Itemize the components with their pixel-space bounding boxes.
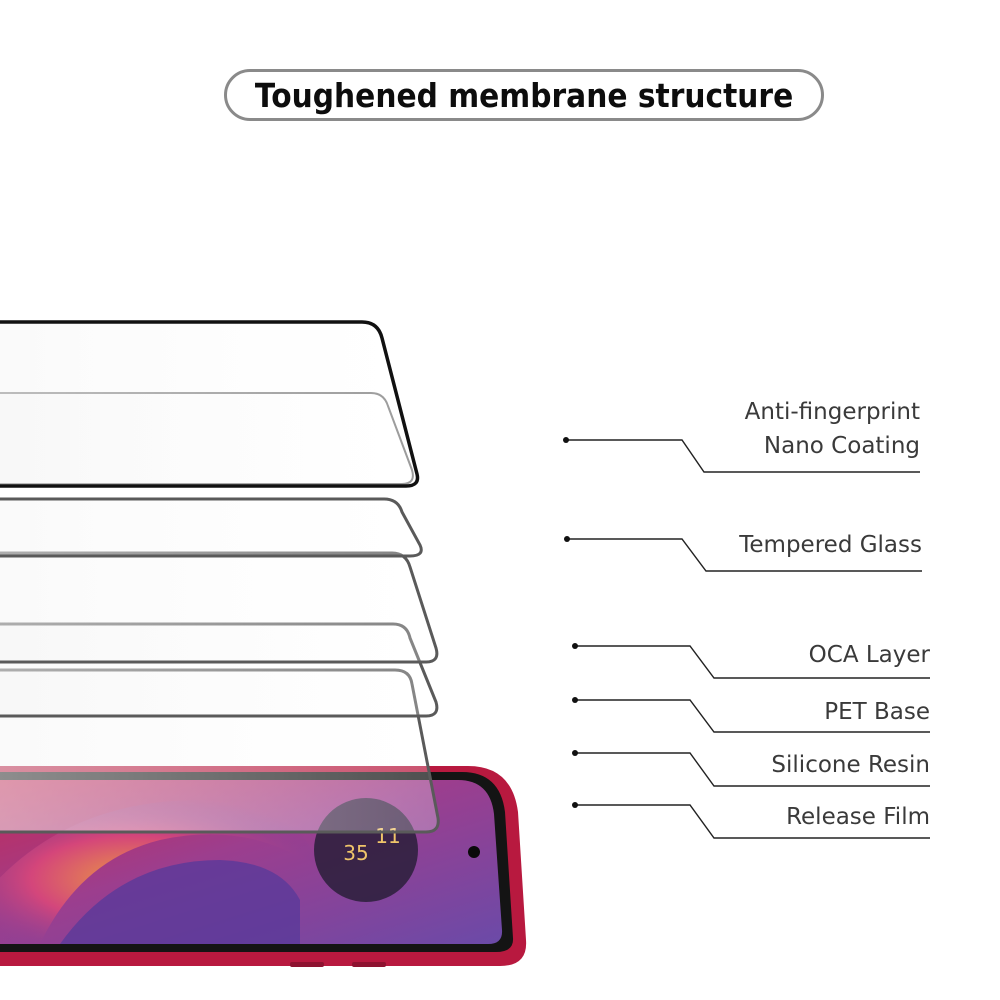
- leader-line-silicone: [575, 752, 930, 787]
- leader-dot: [572, 802, 578, 808]
- leader-line-oca: [575, 645, 930, 679]
- layer-anti-fingerprint: [0, 320, 420, 488]
- leader-line-tempered-glass: [567, 538, 922, 572]
- title-pill: Toughened membrane structure: [224, 69, 824, 121]
- leader-lines: [566, 439, 930, 839]
- leader-dot: [572, 643, 578, 649]
- label-line: PET Base: [824, 699, 930, 725]
- label-pet-base: PET Base: [824, 695, 930, 729]
- label-line: Anti-fingerprint: [744, 399, 920, 425]
- wallpaper-swirl: [0, 800, 320, 944]
- label-line: Nano Coating: [763, 433, 920, 459]
- leader-dots: [563, 437, 578, 808]
- label-anti-fingerprint: Anti-fingerprint Nano Coating: [745, 395, 920, 463]
- label-line: Tempered Glass: [739, 532, 922, 558]
- layer-oca: [0, 497, 423, 558]
- diagram-title: Toughened membrane structure: [254, 75, 794, 115]
- leader-line-anti-fingerprint: [566, 439, 920, 473]
- side-button: [290, 962, 324, 967]
- label-tempered-glass: Tempered Glass: [739, 528, 922, 562]
- clock-minute: 35: [343, 841, 368, 865]
- label-release-film: Release Film: [786, 800, 930, 834]
- leader-dot: [564, 536, 570, 542]
- label-line: OCA Layer: [808, 642, 930, 668]
- front-camera-icon: [468, 846, 480, 858]
- label-line: Silicone Resin: [771, 752, 930, 778]
- leader-line-pet: [575, 699, 930, 733]
- label-line: Release Film: [786, 804, 930, 830]
- layer-pet-base: [0, 551, 439, 664]
- leader-line-release: [575, 804, 930, 839]
- label-silicone-resin: Silicone Resin: [771, 748, 930, 782]
- leader-dot: [572, 750, 578, 756]
- layer-stack: [0, 320, 440, 834]
- label-oca-layer: OCA Layer: [809, 638, 930, 672]
- side-button: [352, 962, 386, 967]
- leader-dot: [572, 697, 578, 703]
- wallpaper-shade: [60, 860, 300, 944]
- leader-dot: [563, 437, 569, 443]
